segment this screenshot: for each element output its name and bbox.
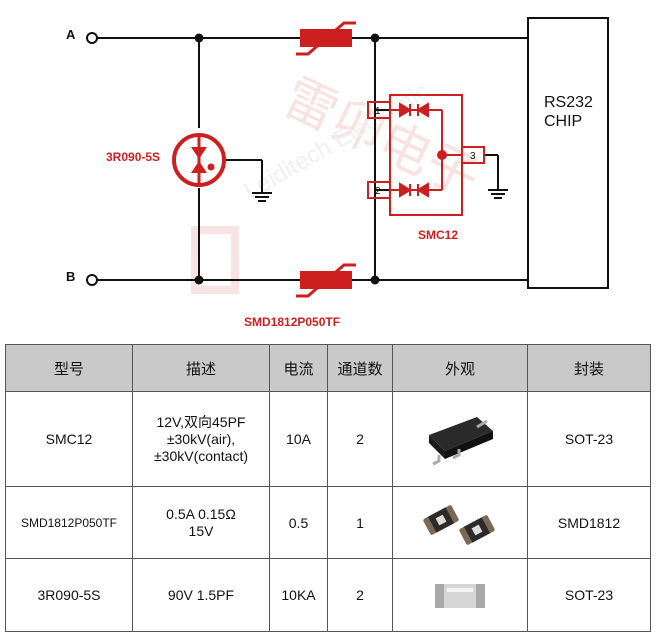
cell-current: 0.5	[269, 486, 328, 559]
gdt-label: 3R090-5S	[106, 150, 160, 164]
desc-line: 0.5A 0.15Ω	[166, 505, 236, 522]
cell-package: SOT-23	[527, 391, 651, 487]
cell-description: 12V,双向45PF ±30kV(air), ±30kV(contact)	[132, 391, 270, 487]
circuit-diagram: 雷卯电子 Leiditech Electronic A B	[66, 17, 609, 329]
table-header-row: 型号 描述 电流 通道数 外观 封装	[5, 344, 651, 392]
cell-model: SMC12	[5, 391, 133, 487]
pin3-label: 3	[470, 151, 476, 162]
cell-current: 10KA	[269, 558, 328, 632]
chip-label-line2: CHIP	[544, 113, 582, 130]
pin2-label: 2	[375, 186, 381, 197]
terminal-b-circle	[86, 274, 98, 286]
watermark-cn: 雷卯电子	[275, 68, 488, 208]
ptc-label: SMD1812P050TF	[244, 315, 340, 329]
gdt-tube-icon	[435, 584, 485, 608]
terminal-a-circle	[86, 32, 98, 44]
cell-channels: 2	[327, 558, 393, 632]
terminal-a-label: A	[66, 27, 76, 42]
tvs-center-dot	[437, 150, 447, 160]
junction-dots	[194, 33, 380, 285]
cell-channels: 1	[327, 486, 393, 559]
pin1-label: 1	[375, 106, 381, 117]
table-row: 3R090-5S 90V 1.5PF 10KA 2 SOT-23	[5, 558, 651, 632]
header-appearance: 外观	[392, 344, 528, 392]
header-current: 电流	[269, 344, 328, 392]
header-channels: 通道数	[327, 344, 393, 392]
header-package: 封装	[527, 344, 651, 392]
header-model: 型号	[5, 344, 133, 392]
header-description: 描述	[132, 344, 270, 392]
wires	[97, 37, 528, 281]
ptc-top-symbol	[296, 21, 356, 56]
watermark: 雷卯电子 Leiditech Electronic	[191, 68, 488, 294]
cell-package: SOT-23	[527, 558, 651, 632]
tvs-label: SMC12	[418, 228, 458, 242]
desc-line: 15V	[188, 522, 214, 539]
cell-model: 3R090-5S	[5, 558, 133, 632]
terminal-b-label: B	[66, 269, 75, 284]
cell-current: 10A	[269, 391, 328, 487]
smd1812-chip-icon	[423, 504, 495, 545]
desc-line: 12V,双向45PF	[156, 413, 246, 430]
cell-appearance	[392, 391, 528, 487]
cell-channels: 2	[327, 391, 393, 487]
cell-appearance	[392, 558, 528, 632]
cell-package: SMD1812	[527, 486, 651, 559]
chip-label-line1: RS232	[544, 94, 593, 111]
table-row: SMC12 12V,双向45PF ±30kV(air), ±30kV(conta…	[5, 391, 651, 487]
table-row: SMD1812P050TF 0.5A 0.15Ω 15V 0.5 1	[5, 486, 651, 559]
gdt-symbol	[172, 128, 226, 188]
cell-model: SMD1812P050TF	[5, 486, 133, 559]
sot23-chip-icon	[429, 417, 493, 466]
cell-description: 0.5A 0.15Ω 15V	[132, 486, 270, 559]
desc-line: 90V 1.5PF	[167, 586, 235, 603]
parts-table: 型号 描述 电流 通道数 外观 封装 SMC12 12V,双向45PF ±30k…	[5, 344, 651, 632]
cell-appearance	[392, 486, 528, 559]
desc-line: ±30kV(air),	[166, 430, 236, 447]
rs232-chip-box	[527, 17, 609, 289]
ptc-bottom-symbol	[296, 263, 356, 298]
desc-line: ±30kV(contact)	[153, 447, 249, 464]
cell-description: 90V 1.5PF	[132, 558, 270, 632]
